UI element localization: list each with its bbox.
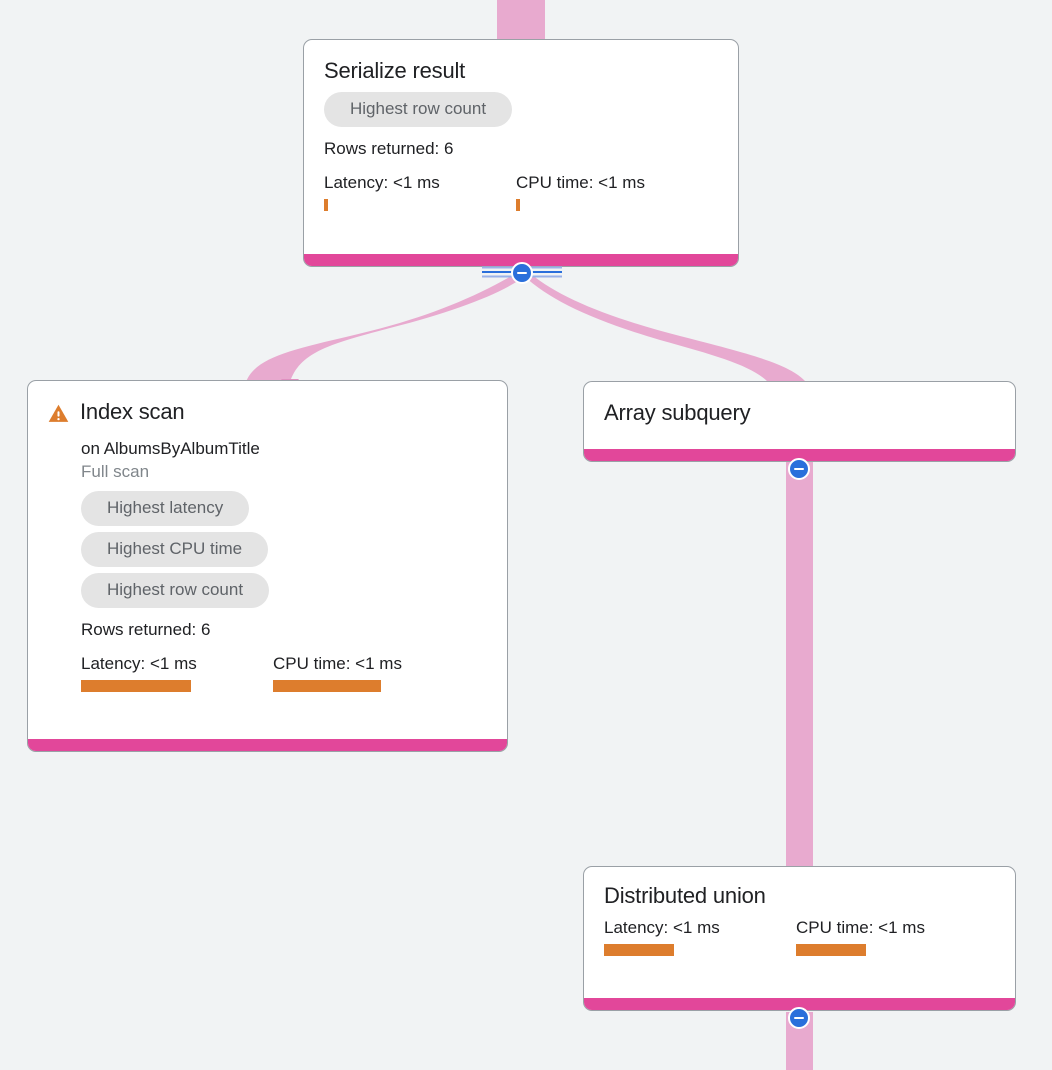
- plan-node-distributed-union[interactable]: Distributed union Latency: <1 ms CPU tim…: [583, 866, 1016, 1011]
- chip-highest-latency: Highest latency: [81, 491, 250, 526]
- metric-cpu-time-bar: [516, 199, 520, 211]
- node-title: Array subquery: [604, 400, 751, 425]
- edge-array-subquery-to-distributed-union: [786, 462, 813, 868]
- node-accent-bar: [304, 254, 738, 266]
- rows-returned: Rows returned: 6: [324, 139, 454, 158]
- node-accent-bar: [28, 739, 507, 751]
- node-title: Serialize result: [324, 58, 466, 83]
- metric-cpu-time-label: CPU time: <1 ms: [796, 918, 925, 937]
- node-body: Serialize result Highest row count Rows …: [304, 40, 738, 254]
- node-body: Array subquery: [584, 382, 1015, 449]
- metric-latency-bar: [604, 944, 674, 956]
- chip-highest-row-count: Highest row count: [324, 92, 513, 127]
- metric-cpu-time-label: CPU time: <1 ms: [516, 173, 645, 192]
- node-body: Index scan on AlbumsByAlbumTitle Full sc…: [28, 381, 507, 739]
- edge-serialize-to-array-subquery: [524, 274, 806, 382]
- node-title-row: Serialize result: [324, 58, 718, 84]
- edge-serialize-to-index-scan: [246, 274, 528, 382]
- metric-cpu-time: CPU time: <1 ms: [796, 917, 925, 956]
- node-metrics: Latency: <1 ms CPU time: <1 ms: [604, 917, 995, 956]
- node-metrics: Latency: <1 ms CPU time: <1 ms: [324, 172, 718, 211]
- metric-latency-label: Latency: <1 ms: [324, 173, 440, 192]
- node-chips: Highest row count: [324, 92, 718, 127]
- warning-triangle-icon: [48, 404, 69, 428]
- collapse-toggle-serialize-result[interactable]: [511, 262, 533, 284]
- node-title: Index scan: [80, 399, 185, 424]
- metric-latency: Latency: <1 ms: [324, 172, 516, 211]
- metric-cpu-time-label: CPU time: <1 ms: [273, 654, 402, 673]
- collapse-toggle-distributed-union[interactable]: [788, 1007, 810, 1029]
- metric-cpu-time: CPU time: <1 ms: [516, 172, 645, 211]
- rows-returned: Rows returned: 6: [81, 620, 211, 639]
- plan-node-index-scan[interactable]: Index scan on AlbumsByAlbumTitle Full sc…: [27, 380, 508, 752]
- node-title: Distributed union: [604, 883, 766, 908]
- chip-highest-cpu-time: Highest CPU time: [81, 532, 269, 567]
- metric-latency-label: Latency: <1 ms: [604, 918, 720, 937]
- collapse-toggle-array-subquery[interactable]: [788, 458, 810, 480]
- node-accent-bar: [584, 449, 1015, 461]
- metric-latency: Latency: <1 ms: [604, 917, 796, 956]
- node-title-row: Index scan: [48, 399, 487, 428]
- plan-node-serialize-result[interactable]: Serialize result Highest row count Rows …: [303, 39, 739, 267]
- metric-latency-bar: [324, 199, 328, 211]
- metric-cpu-time: CPU time: <1 ms: [273, 653, 402, 692]
- chip-highest-row-count: Highest row count: [81, 573, 270, 608]
- metric-latency: Latency: <1 ms: [81, 653, 273, 692]
- node-accent-bar: [584, 998, 1015, 1010]
- edge-incoming-serialize-result: [497, 0, 545, 40]
- node-subtitle: on AlbumsByAlbumTitle: [81, 439, 260, 458]
- node-chips: Highest latency Highest CPU time Highest…: [81, 491, 487, 608]
- plan-node-array-subquery[interactable]: Array subquery: [583, 381, 1016, 462]
- metric-cpu-time-bar: [796, 944, 866, 956]
- node-metrics: Latency: <1 ms CPU time: <1 ms: [81, 653, 487, 692]
- metric-latency-bar: [81, 680, 191, 692]
- metric-cpu-time-bar: [273, 680, 381, 692]
- metric-latency-label: Latency: <1 ms: [81, 654, 197, 673]
- node-details: on AlbumsByAlbumTitle Full scan Highest …: [48, 437, 487, 692]
- node-body: Distributed union Latency: <1 ms CPU tim…: [584, 867, 1015, 998]
- node-subtitle-secondary: Full scan: [81, 462, 150, 481]
